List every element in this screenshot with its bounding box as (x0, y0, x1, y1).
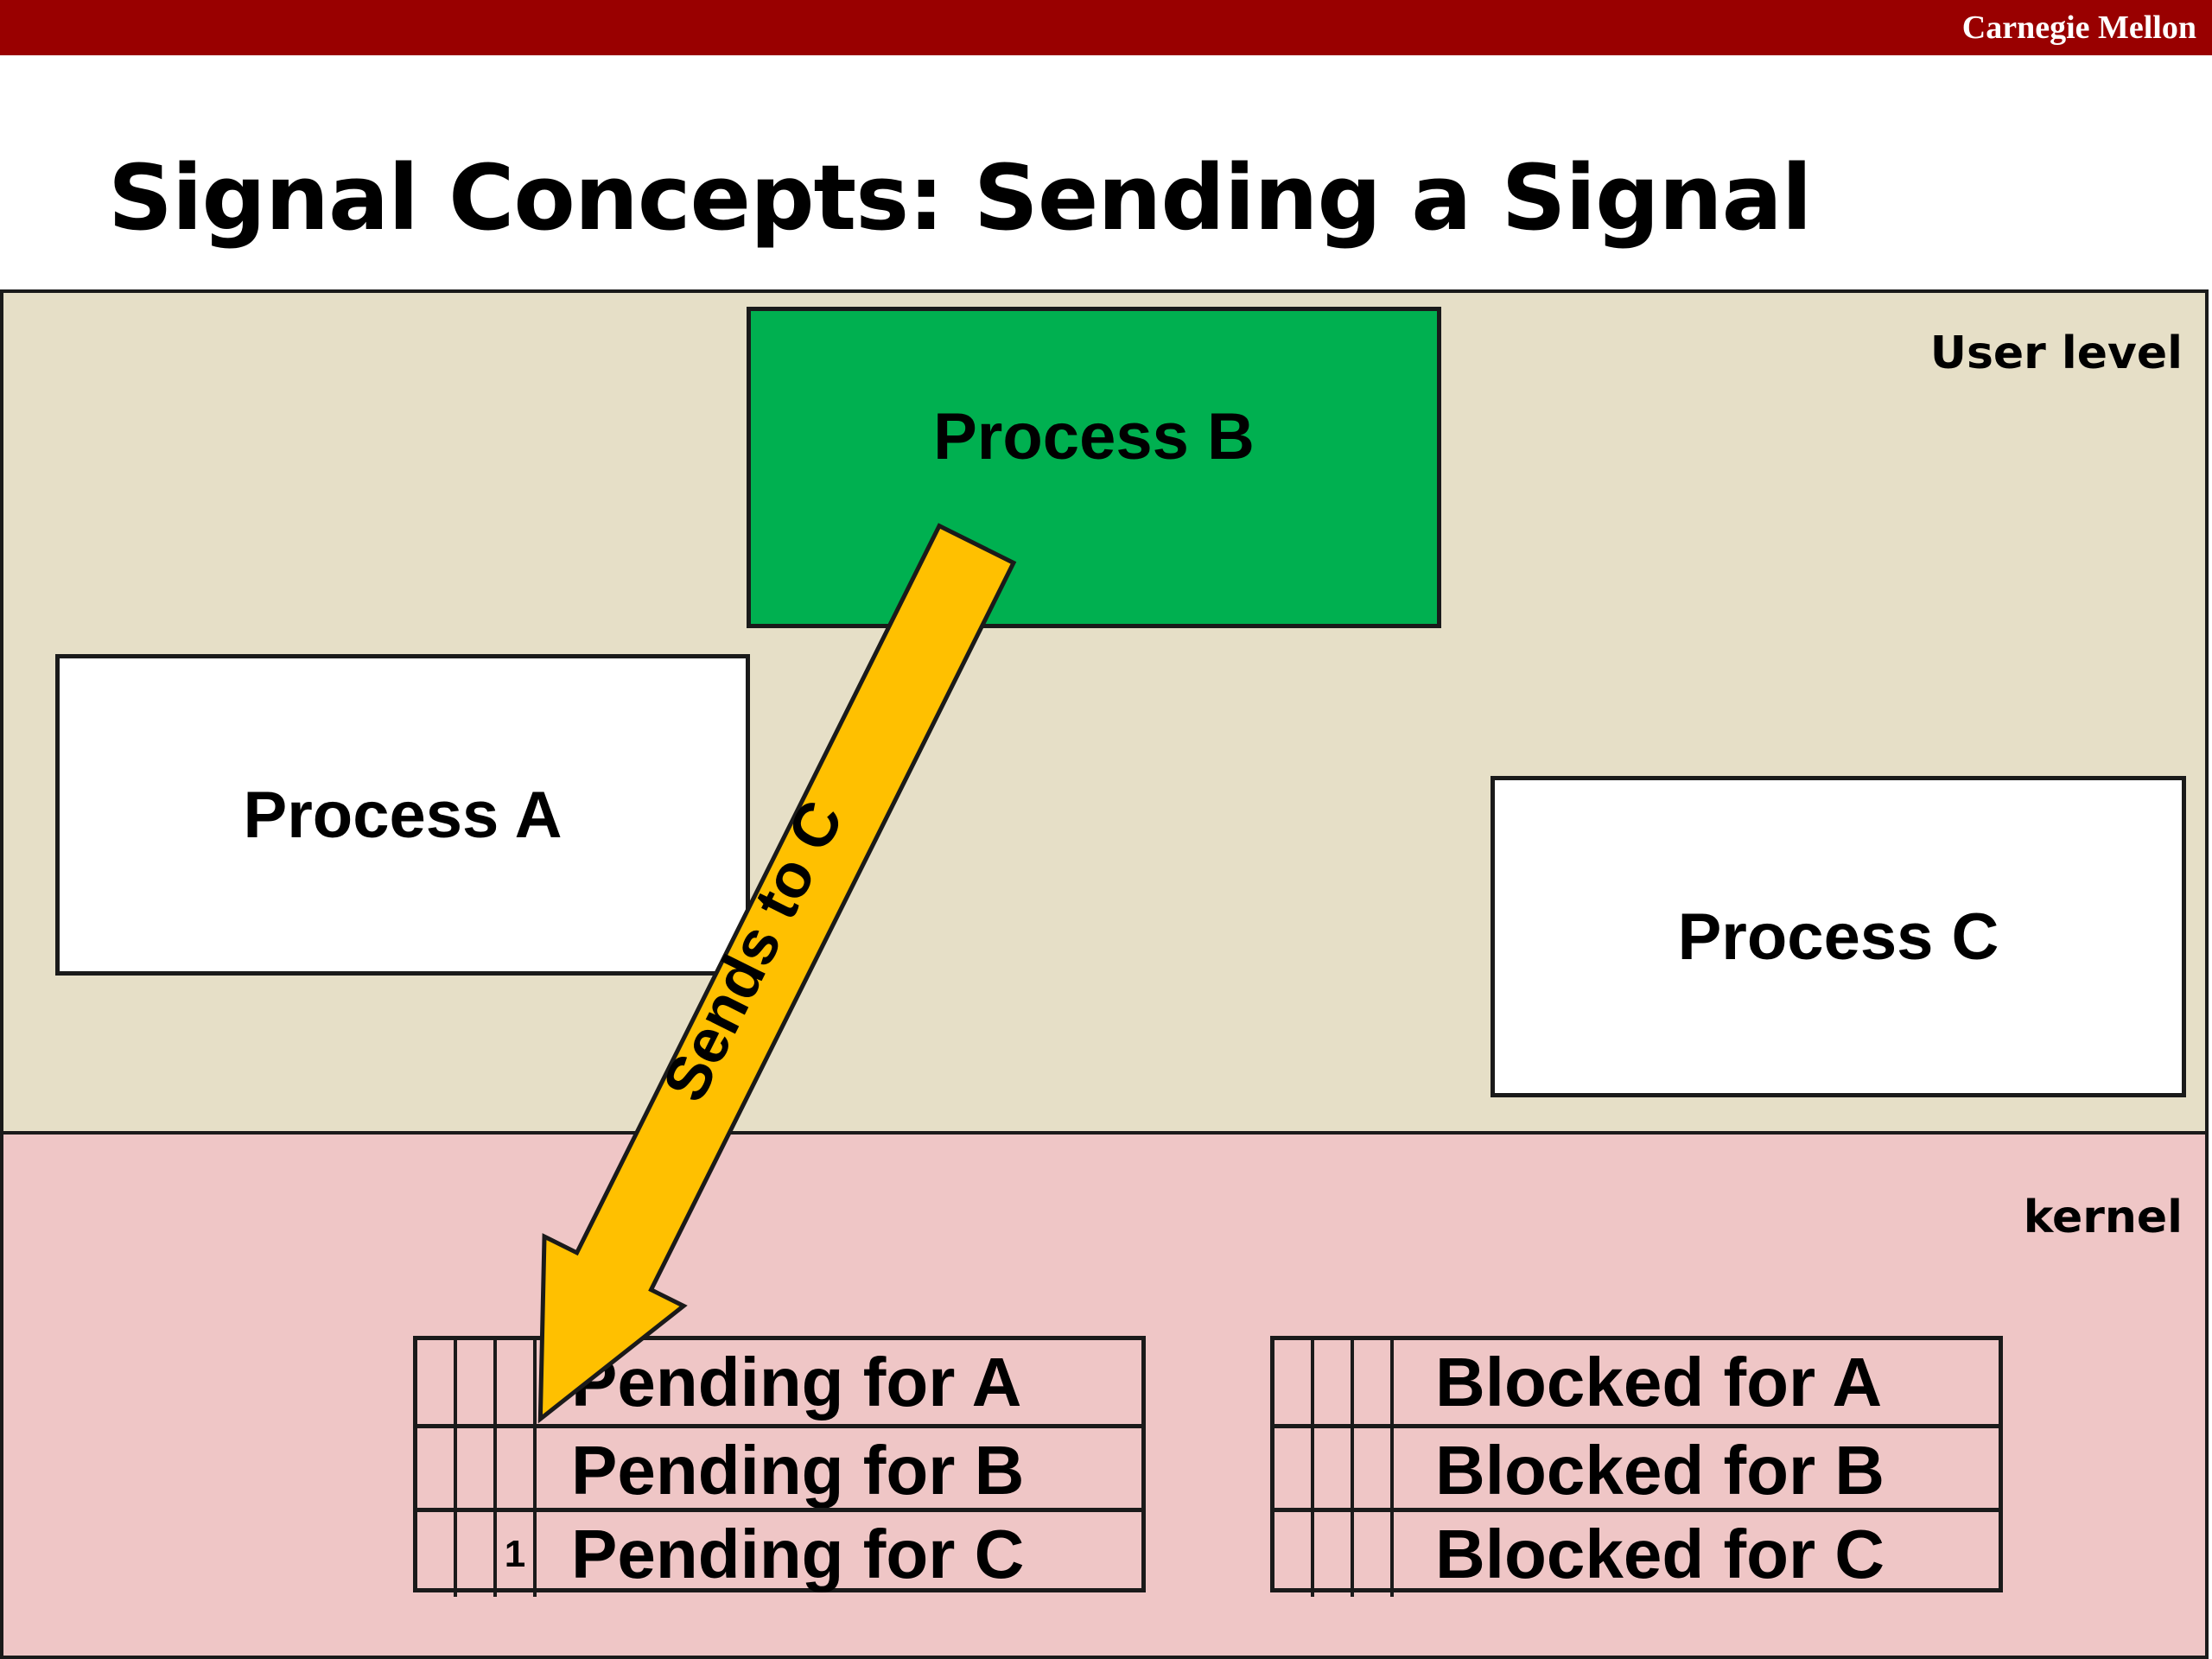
brand-logo-text: Carnegie Mellon (1961, 10, 2196, 46)
pending-row-b: Pending for B (417, 1424, 1141, 1512)
bit-cell (497, 1340, 537, 1424)
bit-cell (417, 1428, 457, 1512)
blocked-row-label: Blocked for A (1435, 1343, 1883, 1421)
process-b-label: Process B (933, 399, 1255, 474)
bit-cell (1314, 1428, 1354, 1512)
blocked-bit-vector: Blocked for A Blocked for B Blocked for … (1270, 1336, 2003, 1597)
pending-row-c: 1 Pending for C (417, 1508, 1141, 1597)
blocked-row-a: Blocked for A (1274, 1340, 1999, 1424)
bit-cell (1314, 1512, 1354, 1597)
pending-row-label: Pending for A (571, 1343, 1022, 1421)
slide-title: Signal Concepts: Sending a Signal (108, 145, 1812, 251)
bit-cell (1354, 1512, 1394, 1597)
process-c-box: Process C (1491, 776, 2186, 1097)
bit-cell (1274, 1340, 1314, 1424)
bit-cell (1274, 1428, 1314, 1512)
bit-cell (1354, 1340, 1394, 1424)
blocked-row-label: Blocked for C (1435, 1516, 1885, 1592)
header-bar: Carnegie Mellon (0, 0, 2212, 55)
pending-row-label: Pending for C (571, 1516, 1025, 1592)
kernel-label: kernel (2023, 1192, 2183, 1243)
process-b-box: Process B (747, 307, 1441, 628)
bit-cell (1274, 1512, 1314, 1597)
bit-cell (457, 1512, 497, 1597)
blocked-row-b: Blocked for B (1274, 1424, 1999, 1512)
pending-bit-vector: Pending for A Pending for B 1 Pending fo… (413, 1336, 1146, 1597)
bit-cell (417, 1340, 457, 1424)
blocked-row-c: Blocked for C (1274, 1508, 1999, 1597)
bit-cell (1314, 1340, 1354, 1424)
pending-bit-set: 1 (497, 1512, 537, 1597)
process-c-label: Process C (1677, 899, 1999, 974)
bit-cell (1354, 1428, 1394, 1512)
bit-cell (457, 1340, 497, 1424)
bit-cell (417, 1512, 457, 1597)
process-a-label: Process A (243, 778, 563, 852)
bit-cell (497, 1428, 537, 1512)
process-a-box: Process A (55, 654, 750, 976)
pending-row-a: Pending for A (417, 1340, 1141, 1424)
blocked-row-label: Blocked for B (1435, 1431, 1885, 1509)
user-level-label: User level (1929, 327, 2183, 379)
bit-cell (457, 1428, 497, 1512)
pending-row-label: Pending for B (571, 1431, 1025, 1509)
